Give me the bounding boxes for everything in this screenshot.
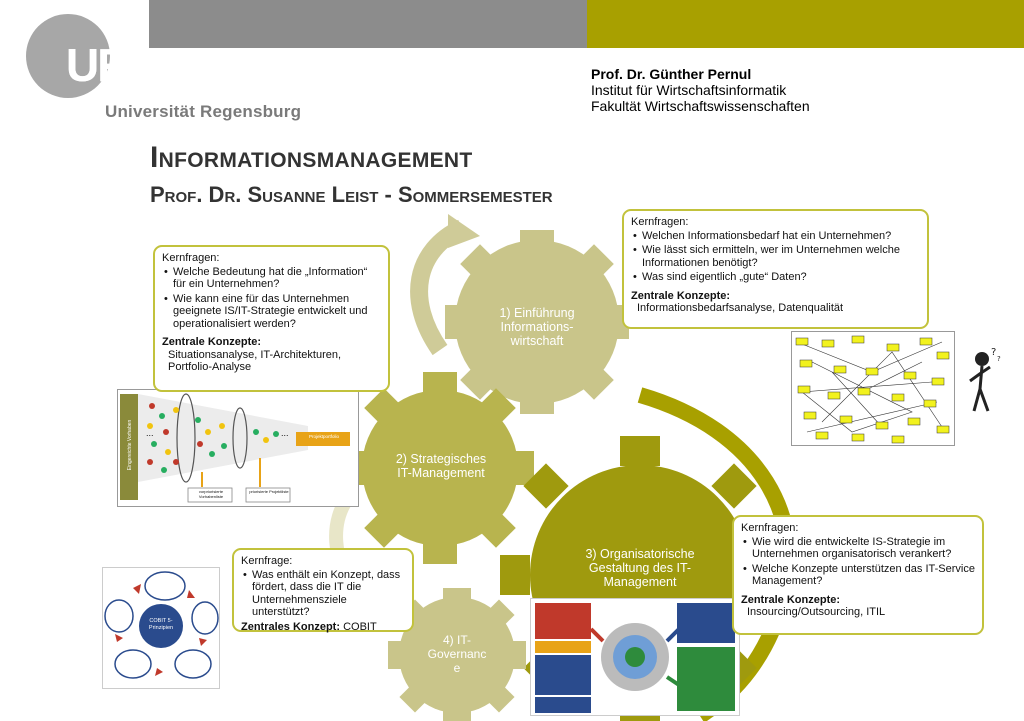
- logo-letters: UR: [66, 39, 130, 91]
- cobit-center-label: COBIT 5-Prinzipien: [148, 618, 174, 631]
- portfolio-funnel-figure: Eingereichte Vorhaben ... ... Projektpor…: [117, 389, 359, 507]
- box3-heading: Kernfragen:: [741, 522, 799, 534]
- svg-text:?: ?: [991, 347, 996, 358]
- page-title: Informationsmanagement: [150, 141, 473, 174]
- author-block: Prof. Dr. Günther Pernul Institut für Wi…: [591, 66, 810, 114]
- gear-3-label-line2: Gestaltung des IT-: [588, 561, 692, 575]
- box3-question: Wie wird die entwickelte IS-Strategie im…: [743, 536, 975, 561]
- box2-concepts-line2: Portfolio-Analyse: [168, 361, 252, 373]
- gear-2-label-line2: IT-Management: [397, 466, 485, 480]
- header-bar-gray: [149, 0, 587, 48]
- box3-concepts-heading: Zentrale Konzepte:: [741, 593, 841, 606]
- cobit-graphic: [104, 571, 219, 679]
- gear-1-label-line2: Informations-: [500, 320, 574, 334]
- thinking-person-icon: ? ?: [969, 347, 1001, 412]
- funnel-dots-left: ...: [146, 428, 154, 438]
- box2-question-list: Welche Bedeutung hat die „Information“ f…: [162, 266, 381, 331]
- funnel-label-b: priorisierte Projektliste: [249, 489, 289, 494]
- information-network-figure: [791, 331, 955, 446]
- institute-name: Institut für Wirtschaftsinformatik: [591, 82, 787, 98]
- header-bar-olive: [587, 0, 1024, 48]
- svg-text:?: ?: [997, 355, 1001, 363]
- gear-2-label: 2) Strategisches IT-Management: [385, 452, 497, 480]
- gear-1-label-line1: 1) Einführung: [499, 306, 575, 320]
- box4-concepts: COBIT: [343, 620, 377, 633]
- kernfrage-box-4: Kernfrage: Was enthält ein Konzept, dass…: [232, 548, 414, 634]
- box1-question: Wie lässt sich ermitteln, wer im Unterne…: [633, 244, 920, 269]
- box3-question-list: Wie wird die entwickelte IS-Strategie im…: [741, 536, 975, 588]
- gear-4: [388, 588, 526, 721]
- box2-concepts-line1: Situationsanalyse, IT-Architekturen,: [168, 348, 342, 361]
- gear-1: [445, 230, 629, 414]
- box2-heading: Kernfragen:: [162, 252, 220, 264]
- gear-4-label-line1: 4) IT-: [442, 633, 471, 647]
- gear-2: [346, 372, 534, 564]
- gear-4-label: 4) IT- Governanc e: [418, 633, 496, 675]
- box4-question: Was enthält ein Konzept, dass fördert, d…: [243, 569, 405, 619]
- itil-graphic: [535, 603, 735, 713]
- university-name: Universität Regensburg: [105, 102, 302, 121]
- box2-question: Wie kann eine für das Unternehmen geeign…: [164, 293, 381, 331]
- network-graphic: [795, 335, 950, 444]
- box1-heading: Kernfragen:: [631, 216, 689, 228]
- funnel-label-a: vorpriorisierte Vorhabenliste: [198, 489, 224, 499]
- faculty-name: Fakultät Wirtschaftswissenschaften: [591, 98, 810, 114]
- gear-4-label-line3: e: [453, 661, 461, 675]
- funnel-dots-right: ...: [281, 428, 289, 438]
- cycle-arrow-top: [410, 219, 467, 356]
- box2-question: Welche Bedeutung hat die „Information“ f…: [164, 266, 381, 291]
- itil-lifecycle-figure: [530, 598, 740, 716]
- box1-concepts: Informationsbedarfsanalyse, Datenqualitä…: [637, 302, 844, 314]
- university-logo: [26, 14, 110, 98]
- box1-question-list: Welchen Informationsbedarf hat ein Unter…: [631, 230, 920, 284]
- box3-concepts: Insourcing/Outsourcing, ITIL: [747, 606, 886, 618]
- gear-3-label-line1: 3) Organisatorische: [585, 547, 695, 561]
- box1-question: Was sind eigentlich „gute“ Daten?: [633, 271, 920, 284]
- cycle-arrowhead-top: [448, 214, 480, 248]
- gear-4-label-line2: Governanc: [427, 647, 487, 661]
- gear-2-label-line1: 2) Strategisches: [395, 452, 487, 466]
- box4-heading: Kernfrage:: [241, 555, 293, 567]
- box3-question: Welche Konzepte unterstützen das IT-Serv…: [743, 563, 975, 588]
- box1-question: Welchen Informationsbedarf hat ein Unter…: [633, 230, 920, 243]
- gear-3-label: 3) Organisatorische Gestaltung des IT- M…: [570, 547, 710, 589]
- box2-concepts-heading: Zentrale Konzepte:: [162, 336, 262, 348]
- box4-concepts-heading: Zentrales Konzept:: [241, 620, 341, 633]
- kernfragen-box-3: Kernfragen: Wie wird die entwickelte IS-…: [732, 515, 984, 635]
- box4-concept-line: Zentrales Konzept: COBIT: [241, 621, 405, 634]
- kernfragen-box-2: Kernfragen: Welche Bedeutung hat die „In…: [153, 245, 390, 392]
- funnel-graphic: [138, 393, 350, 503]
- box1-concepts-heading: Zentrale Konzepte:: [631, 289, 731, 302]
- cobit-principles-figure: COBIT 5-Prinzipien: [102, 567, 220, 689]
- gear-1-label: 1) Einführung Informations- wirtschaft: [487, 306, 587, 348]
- prof-name: Prof. Dr. Günther Pernul: [591, 66, 752, 82]
- gear-1-label-line3: wirtschaft: [510, 334, 564, 348]
- funnel-side-bar: [120, 394, 138, 500]
- kernfragen-box-1: Kernfragen: Welchen Informationsbedarf h…: [622, 209, 929, 329]
- funnel-side-label: Eingereichte Vorhaben: [127, 419, 133, 471]
- funnel-result-label: Projektportfolio: [308, 434, 339, 439]
- page-subtitle: Prof. Dr. Susanne Leist - Sommersemester: [150, 182, 553, 207]
- gear-3-label-line3: Management: [603, 575, 677, 589]
- box4-question-list: Was enthält ein Konzept, dass fördert, d…: [241, 569, 405, 619]
